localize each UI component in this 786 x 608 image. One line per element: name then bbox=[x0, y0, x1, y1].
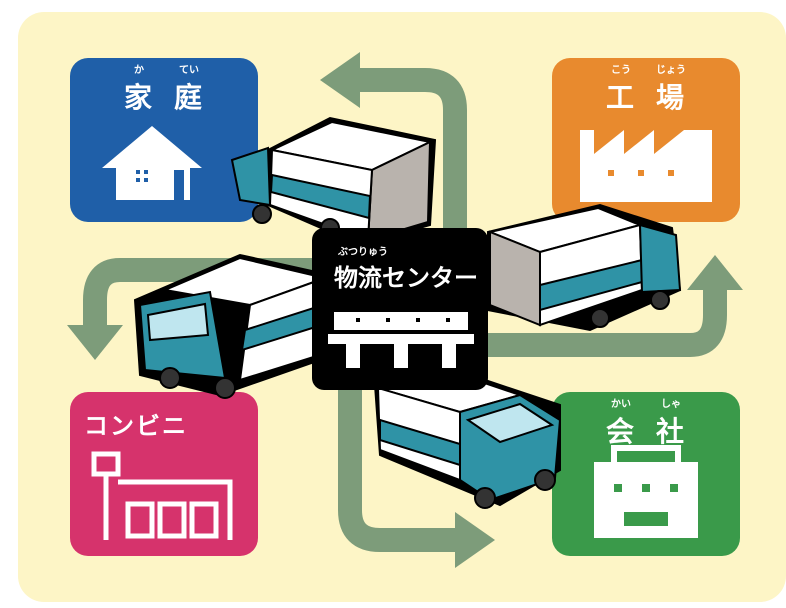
arrow-to-factory bbox=[480, 285, 727, 357]
arrow-head-factory bbox=[687, 255, 743, 290]
house-icon bbox=[102, 126, 202, 200]
label-char: 場 bbox=[656, 81, 687, 114]
center-label: 物流センター bbox=[334, 264, 478, 292]
label-char: 会 bbox=[605, 415, 636, 448]
arrow-to-home bbox=[355, 68, 467, 235]
ruby-kai: かい bbox=[610, 399, 631, 410]
center-ruby: ぶつりゅう bbox=[338, 247, 388, 258]
label-char: 庭 bbox=[174, 81, 205, 114]
truck-to-home bbox=[230, 116, 437, 247]
warehouse-icon bbox=[328, 312, 474, 368]
ruby-ka: か bbox=[133, 65, 144, 76]
store-label: コンビニ bbox=[84, 412, 188, 440]
store-icon bbox=[91, 451, 233, 540]
label-char: 家 bbox=[123, 81, 154, 114]
arrow-head-store bbox=[67, 325, 123, 360]
arrow-head-company bbox=[455, 512, 495, 568]
ruby-kou: こう bbox=[610, 65, 631, 76]
node-home: か家 てい庭 bbox=[70, 58, 258, 222]
truck-to-store bbox=[133, 253, 332, 399]
truck-to-company bbox=[373, 363, 562, 509]
truck-to-factory bbox=[486, 203, 682, 332]
office-icon bbox=[594, 445, 698, 538]
node-company: かい会 しゃ社 bbox=[552, 392, 740, 556]
arrow-to-store bbox=[83, 258, 320, 330]
label-char: 社 bbox=[656, 415, 687, 448]
ruby-tei: てい bbox=[179, 65, 199, 76]
arrow-head-home bbox=[320, 52, 360, 108]
label-char: 工 bbox=[605, 81, 636, 114]
ruby-jou: じょう bbox=[656, 65, 686, 76]
factory-icon bbox=[580, 130, 712, 202]
logistics-center: ぶつりゅう 物流センター bbox=[312, 228, 488, 390]
node-convenience-store: コンビニ bbox=[70, 392, 258, 556]
arrow-to-company bbox=[338, 390, 460, 552]
node-factory: こう工 じょう場 bbox=[552, 58, 740, 222]
ruby-sha: しゃ bbox=[661, 399, 681, 410]
